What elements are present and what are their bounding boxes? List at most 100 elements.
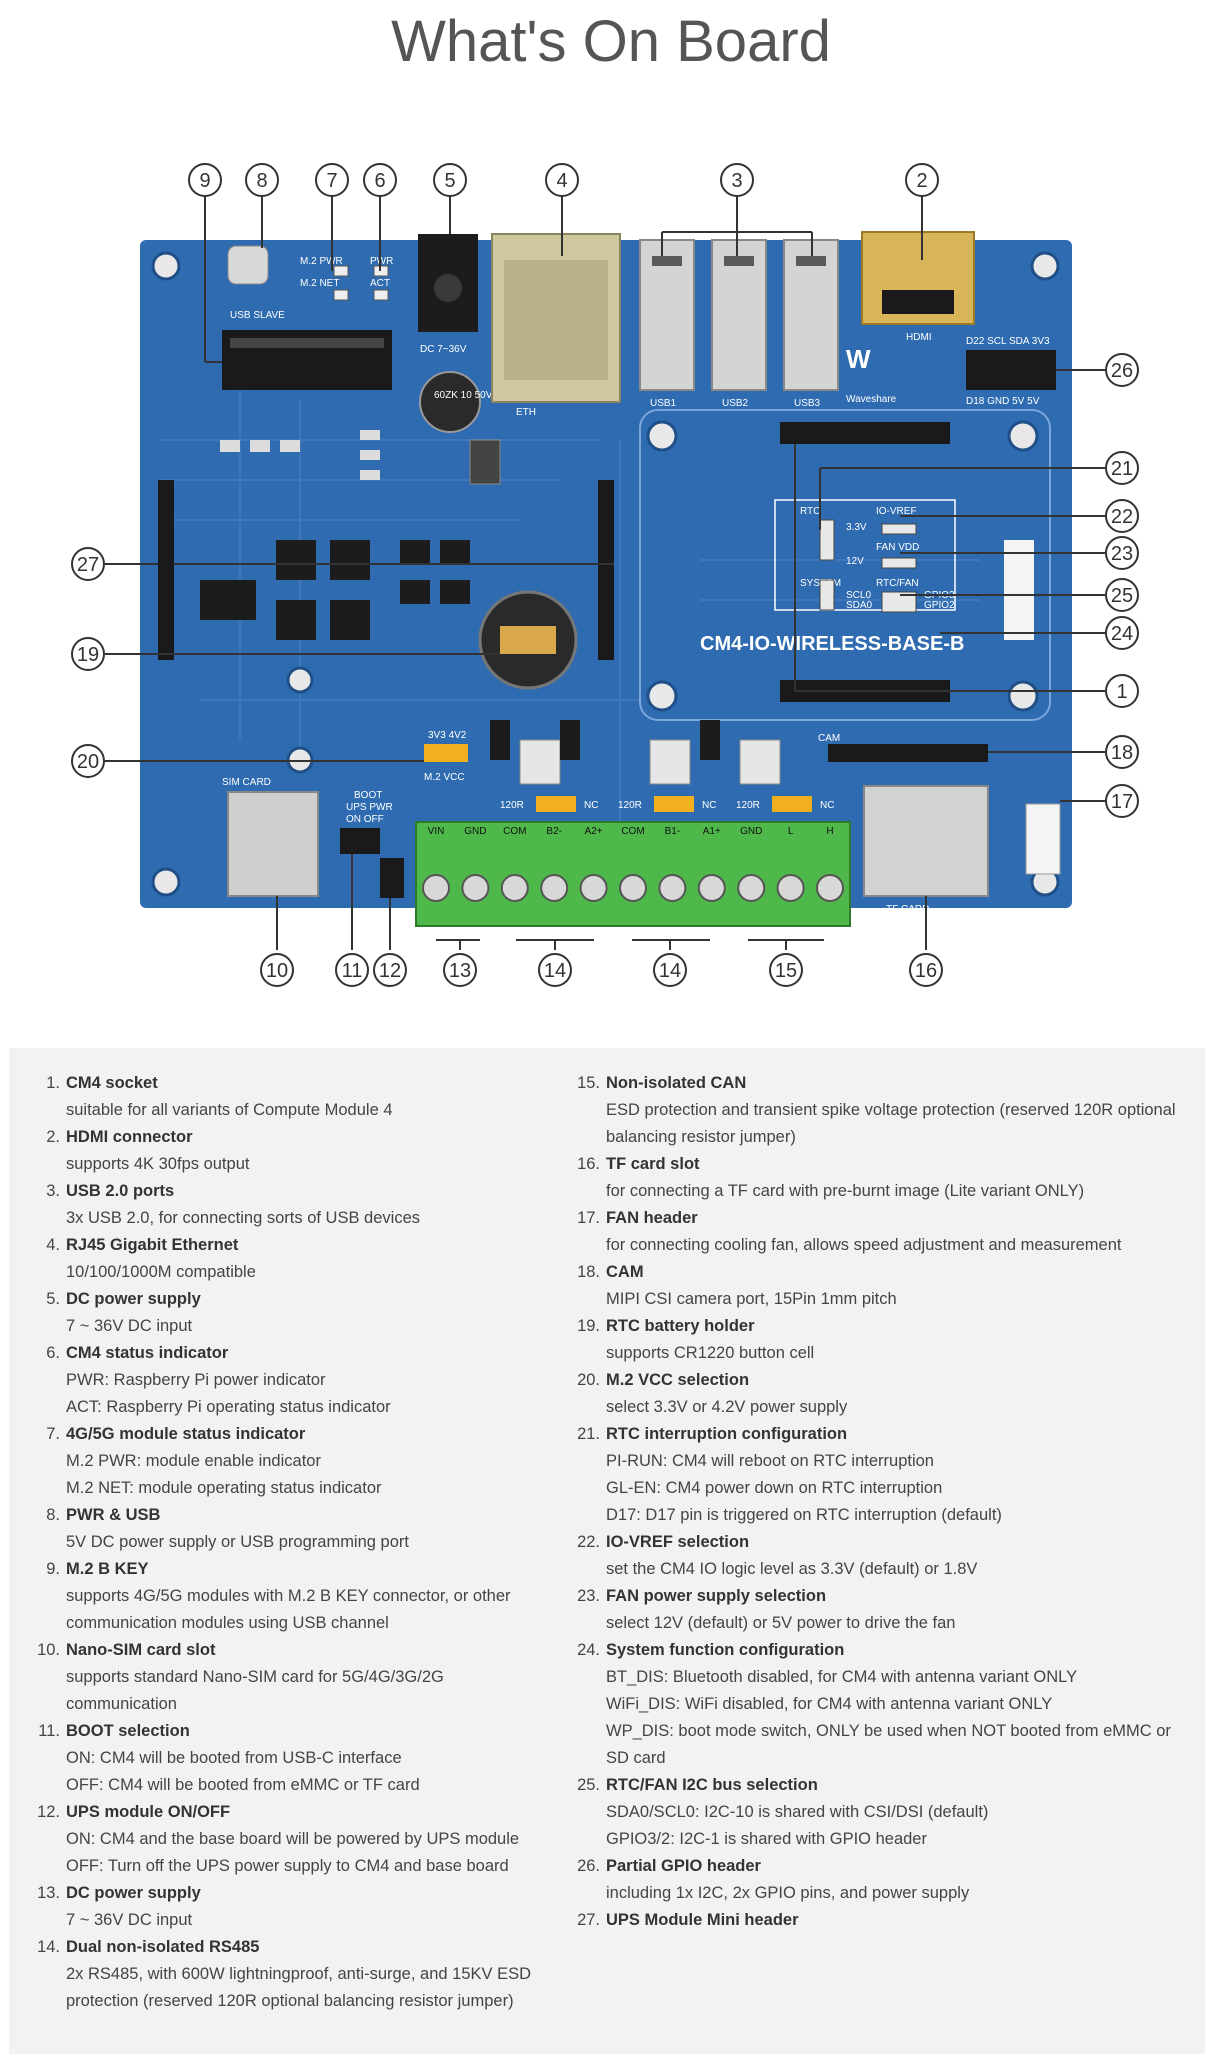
feature-description: PWR: Raspberry Pi power indicator [66,1371,326,1389]
svg-text:FAN VDD: FAN VDD [876,542,919,553]
svg-text:14: 14 [544,960,566,982]
feature-description: for connecting a TF card with pre-burnt … [606,1182,1085,1200]
m2-vcc-jumper [424,744,468,762]
fan-header [1025,803,1061,875]
svg-text:26: 26 [1111,360,1133,382]
cm4-connector-top [780,422,950,444]
svg-text:USB SLAVE: USB SLAVE [230,310,285,321]
feature-description: M.2 PWR: module enable indicator [66,1452,321,1470]
svg-text:DC 7~36V: DC 7~36V [420,344,467,355]
feature-number: 14. [37,1938,60,1956]
svg-text:17: 17 [1111,791,1133,813]
waveshare-logo: W [846,344,871,374]
svg-text:GPIO2: GPIO2 [924,600,955,611]
callout-16: 16 [909,953,943,987]
terminal-label: A1+ [703,826,721,837]
terminal-label: L [788,826,794,837]
feature-description: 7 ~ 36V DC input [66,1317,193,1335]
callout-27: 27 [71,547,105,581]
svg-text:ACT: ACT [370,278,390,289]
svg-text:RTC: RTC [800,506,820,517]
svg-text:4: 4 [556,170,567,192]
svg-text:ETH: ETH [516,407,536,418]
svg-text:9: 9 [199,170,210,192]
feature-name: RTC interruption configuration [606,1425,848,1443]
feature-description: supports 4G/5G modules with M.2 B KEY co… [66,1587,511,1632]
feature-name: Partial GPIO header [606,1857,761,1875]
terminal-screw [697,874,726,902]
feature-description: 10/100/1000M compatible [66,1263,256,1281]
feature-name: DC power supply [66,1884,201,1902]
feature-number: 7. [46,1425,60,1443]
svg-text:12: 12 [379,960,401,982]
feature-description: ON: CM4 will be booted from USB-C interf… [66,1749,402,1767]
svg-text:SCL0: SCL0 [846,590,871,601]
sim-card-slot [227,791,319,897]
terminal-screw [619,874,647,902]
svg-text:M.2 NET: M.2 NET [300,278,339,289]
terminal-screw [461,874,490,902]
terminal-label: B1- [665,826,681,837]
feature-number: 1. [46,1074,60,1092]
ups-header-right [598,480,614,660]
svg-text:6: 6 [374,170,385,192]
feature-number: 4. [46,1236,60,1254]
terminal-block [415,821,851,927]
svg-text:13: 13 [449,960,471,982]
svg-text:16: 16 [915,960,937,982]
svg-text:60ZK 10 50V: 60ZK 10 50V [434,390,493,401]
terminal-label: GND [464,826,486,837]
callout-1: 1 [1105,674,1139,708]
feature-name: TF card slot [606,1155,700,1173]
feature-number: 15. [577,1074,600,1092]
callout-14b: 14 [653,953,687,987]
ups-switch [380,858,404,898]
feature-description: GL-EN: CM4 power down on RTC interruptio… [606,1479,943,1497]
callout-18: 18 [1105,735,1139,769]
feature-name: System function configuration [606,1641,845,1659]
feature-description: M.2 NET: module operating status indicat… [66,1479,382,1497]
feature-number: 8. [46,1506,60,1524]
terminal-screw [579,874,608,902]
svg-text:12V: 12V [846,556,864,567]
feature-name: RTC battery holder [606,1317,755,1335]
svg-text:SIM CARD: SIM CARD [222,777,271,788]
svg-text:M.2 PWR: M.2 PWR [300,256,343,267]
feature-description: supports standard Nano-SIM card for 5G/4… [66,1668,444,1713]
callout-2: 2 [905,163,939,197]
feature-number: 17. [577,1209,600,1227]
feature-number: 25. [577,1776,600,1794]
feature-description: MIPI CSI camera port, 15Pin 1mm pitch [606,1290,897,1308]
svg-text:2: 2 [916,170,927,192]
board-diagram: USB SLAVE M.2 PWR M.2 NET PWR ACT DC 7~3… [71,163,1139,987]
boot-switch [340,828,380,854]
feature-name: RJ45 Gigabit Ethernet [66,1236,239,1254]
feature-number: 10. [37,1641,60,1659]
svg-text:22: 22 [1111,506,1133,528]
feature-name: Nano-SIM card slot [66,1641,216,1659]
svg-text:11: 11 [342,960,363,982]
feature-name: UPS module ON/OFF [66,1803,231,1821]
svg-text:IO-VREF: IO-VREF [876,506,917,517]
feature-description: for connecting cooling fan, allows speed… [606,1236,1122,1254]
svg-text:D18 GND 5V 5V: D18 GND 5V 5V [966,396,1040,407]
feature-description: select 3.3V or 4.2V power supply [606,1398,848,1416]
feature-description: 2x RS485, with 600W lightningproof, anti… [66,1965,532,2010]
feature-name: BOOT selection [66,1722,190,1740]
feature-number: 5. [46,1290,60,1308]
tf-card-slot [863,785,989,897]
terminal-screw [540,874,569,902]
terminal-label: B2- [546,826,562,837]
svg-text:NC: NC [702,800,716,811]
